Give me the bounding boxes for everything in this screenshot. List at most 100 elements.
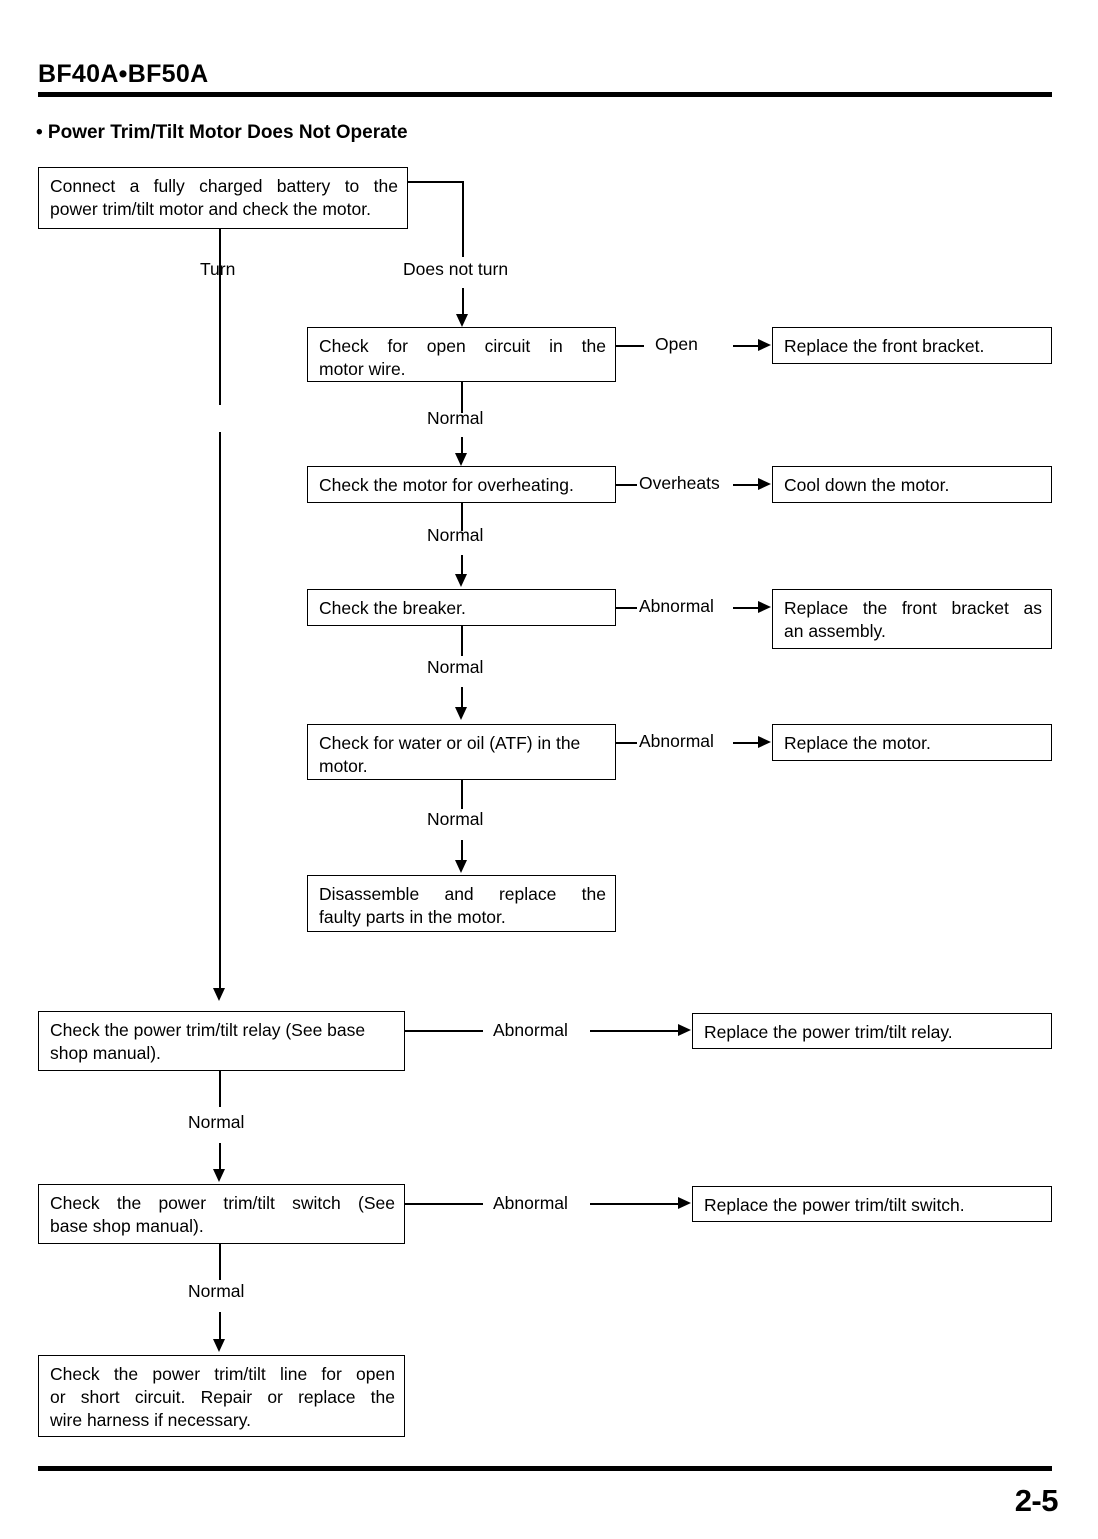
edge-label-does-not-turn: Does not turn [403,259,509,279]
connector-start-turn-upper [219,229,221,405]
arrow-open-to-action [758,339,771,351]
arrow-water-oil-to-action [758,736,771,748]
flow-node-disassemble-motor-line1: Disassemble and replace the [319,884,606,904]
section-heading: • Power Trim/Tilt Motor Does Not Operate [36,122,408,143]
header-divider [38,92,1052,97]
connector-turn-trunk [219,432,221,988]
connector-switch-normal-upper [219,1244,221,1280]
flow-node-check-breaker-line1: Check the breaker. [319,598,466,618]
connector-open-stub [616,345,644,347]
connector-row1-normal-upper [461,382,463,413]
flow-node-check-water-oil-line2: motor. [319,756,368,777]
arrow-overheats-to-action [758,478,771,490]
flow-node-replace-switch-line1: Replace the power trim/tilt switch. [704,1195,965,1215]
flow-node-check-line-open-short-line3: wire harness if necessary. [50,1410,252,1431]
flow-node-cool-down-motor: Cool down the motor. [772,466,1052,503]
arrow-turn-to-relay [213,988,225,1001]
flow-node-check-relay-line1: Check the power trim/tilt relay (See bas… [50,1020,366,1040]
connector-water-oil-stub [616,742,637,744]
page-number: 2-5 [1014,1483,1059,1518]
edge-label-overheats: Overheats [639,473,720,493]
flow-node-start-line1: Connect a fully charged battery to the [50,176,398,196]
flow-node-replace-front-bracket-assembly-line1: Replace the front bracket as [784,598,1042,618]
connector-row3-normal-lower [461,687,463,708]
flow-node-check-overheating-line1: Check the motor for overheating. [319,475,574,495]
flow-node-check-switch: Check the power trim/tilt switch (See ba… [38,1184,405,1244]
connector-switch-to-action [590,1203,681,1205]
flow-node-replace-motor-line1: Replace the motor. [784,733,931,753]
flow-node-replace-relay-line1: Replace the power trim/tilt relay. [704,1022,953,1042]
flow-node-check-line-open-short: Check the power trim/tilt line for open … [38,1355,405,1437]
page-header-model: BF40A•BF50A [38,60,209,88]
edge-label-normal-4: Normal [427,809,484,829]
edge-label-turn: Turn [200,259,236,279]
edge-label-normal-2: Normal [427,525,484,545]
edge-label-open: Open [655,334,698,354]
connector-water-oil-to-action [733,742,761,744]
flow-node-check-line-open-short-line2: or short circuit. Repair or replace the [50,1387,395,1408]
edge-label-abnormal-relay: Abnormal [493,1020,568,1040]
flow-node-check-breaker: Check the breaker. [307,589,616,626]
flow-node-check-relay: Check the power trim/tilt relay (See bas… [38,1011,405,1071]
connector-open-to-action [733,345,761,347]
connector-relay-normal-lower [219,1143,221,1170]
edge-label-normal-relay: Normal [188,1112,245,1132]
connector-overheats-stub [616,484,637,486]
arrow-relay-to-switch [213,1169,225,1182]
flow-node-check-line-open-short-line1: Check the power trim/tilt line for open [50,1364,395,1384]
flow-node-replace-front-bracket-line1: Replace the front bracket. [784,336,985,356]
flow-node-replace-front-bracket: Replace the front bracket. [772,327,1052,364]
arrow-doesnotturn-to-check1 [456,314,468,327]
flow-node-check-open-circuit-line1: Check for open circuit in the [319,336,606,356]
connector-row3-normal-upper [461,626,463,656]
flow-node-cool-down-motor-line1: Cool down the motor. [784,475,950,495]
connector-switch-stub [405,1203,483,1205]
arrow-row1-to-row2 [455,453,467,466]
connector-breaker-to-action [733,607,761,609]
connector-doesnotturn-upper [462,181,464,257]
connector-relay-stub [405,1030,483,1032]
connector-row2-normal-upper [461,503,463,531]
flow-node-start: Connect a fully charged battery to the p… [38,167,408,229]
connector-row1-normal-lower [461,437,463,456]
edge-label-normal-1: Normal [427,408,484,428]
flow-node-disassemble-motor: Disassemble and replace the faulty parts… [307,875,616,932]
flow-node-check-open-circuit: Check for open circuit in the motor wire… [307,327,616,382]
arrow-row4-to-disassemble [455,860,467,873]
connector-row4-normal-upper [461,780,463,809]
connector-row4-normal-lower [461,840,463,861]
footer-divider [38,1466,1052,1471]
flow-node-start-line2: power trim/tilt motor and check the moto… [50,199,371,220]
flow-node-check-open-circuit-line2: motor wire. [319,359,406,380]
edge-label-abnormal-water-oil: Abnormal [639,731,714,751]
connector-doesnotturn-lower [462,288,464,317]
flow-node-replace-relay: Replace the power trim/tilt relay. [692,1013,1052,1049]
arrow-switch-to-action [678,1197,691,1209]
connector-relay-to-action [590,1030,681,1032]
flow-node-check-water-oil-line1: Check for water or oil (ATF) in the [319,733,581,753]
connector-overheats-to-action [733,484,761,486]
connector-row2-normal-lower [461,555,463,575]
flow-node-replace-motor: Replace the motor. [772,724,1052,761]
connector-start-right [408,181,464,183]
flow-node-check-overheating: Check the motor for overheating. [307,466,616,503]
flow-node-replace-front-bracket-assembly-line2: an assembly. [784,621,886,642]
connector-relay-normal-upper [219,1071,221,1107]
edge-label-abnormal-breaker: Abnormal [639,596,714,616]
flow-node-replace-front-bracket-assembly: Replace the front bracket as an assembly… [772,589,1052,649]
arrow-row3-to-row4 [455,707,467,720]
flow-node-check-switch-line1: Check the power trim/tilt switch (See [50,1193,395,1213]
connector-breaker-stub [616,607,637,609]
flow-node-check-water-oil: Check for water or oil (ATF) in the moto… [307,724,616,780]
arrow-relay-to-action [678,1024,691,1036]
arrow-row2-to-row3 [455,574,467,587]
flow-node-disassemble-motor-line2: faulty parts in the motor. [319,907,506,928]
edge-label-normal-3: Normal [427,657,484,677]
flow-node-check-relay-line2: shop manual). [50,1043,161,1064]
flow-node-check-switch-line2: base shop manual). [50,1216,204,1237]
edge-label-abnormal-switch: Abnormal [493,1193,568,1213]
arrow-breaker-to-action [758,601,771,613]
flow-node-replace-switch: Replace the power trim/tilt switch. [692,1186,1052,1222]
connector-switch-normal-lower [219,1312,221,1340]
